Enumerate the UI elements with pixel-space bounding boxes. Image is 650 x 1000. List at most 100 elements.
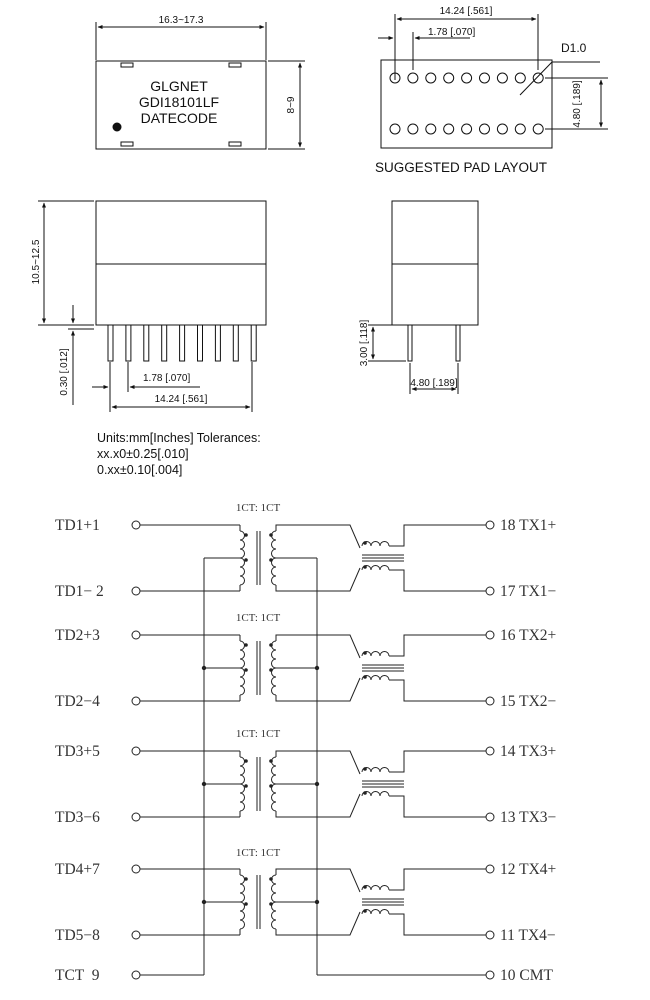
left-pin-terminal — [131, 930, 141, 940]
secondary-winding — [271, 783, 277, 812]
primary-winding — [239, 783, 245, 812]
polarity-dot — [269, 533, 273, 537]
right-pin-label: 13 TX3− — [500, 809, 556, 826]
width-dimension-label: 16.3~17.3 — [159, 15, 204, 26]
wire — [389, 913, 486, 936]
polarity-dot — [363, 675, 367, 679]
left-pin-label: TD2−4 — [55, 693, 100, 710]
right-pin-terminal — [485, 586, 495, 596]
right-pin-label: 10 CMT — [500, 967, 553, 984]
body-notch — [228, 141, 242, 147]
polarity-dot — [363, 909, 367, 913]
datecode-marking: DATECODE — [141, 110, 218, 126]
choke-winding — [361, 767, 390, 773]
side-view — [38, 200, 267, 412]
right-pin-label: 12 TX4+ — [500, 861, 556, 878]
left-pin-label: TD3−6 — [55, 809, 100, 826]
polarity-dot — [244, 877, 248, 881]
polarity-dot — [269, 902, 273, 906]
polarity-dot — [269, 784, 273, 788]
pad-circle — [443, 123, 455, 135]
left-pin-label: TD1− 2 — [55, 583, 104, 600]
turns-ratio-label: 1CT: 1CT — [236, 502, 281, 514]
side-pins — [107, 324, 257, 362]
polarity-dot — [244, 759, 248, 763]
pad-overall-dimension-label: 14.24 [.561] — [440, 6, 493, 17]
pad-circle — [496, 72, 508, 84]
side-height-dimension-label: 10.5~12.5 — [31, 239, 42, 284]
pad-circle — [425, 123, 437, 135]
tolerance-line-units: Units:mm[Inches] Tolerances: — [97, 431, 261, 445]
left-pin-label: TCT 9 — [55, 967, 100, 984]
body-notch — [120, 62, 134, 68]
side-pin — [125, 324, 132, 362]
right-pin-label: 15 TX2− — [500, 693, 556, 710]
wire — [275, 793, 361, 818]
left-pin-label: TD5−8 — [55, 927, 100, 944]
polarity-dot — [244, 902, 248, 906]
polarity-dot — [244, 558, 248, 562]
drill-diameter-label: D1.0 — [561, 41, 587, 55]
side-pin — [197, 324, 203, 362]
drill-leader-line — [519, 61, 553, 96]
choke-winding — [361, 565, 390, 571]
package-body-end — [391, 200, 479, 326]
wire — [389, 679, 486, 702]
pad-circle — [461, 72, 473, 84]
right-pin-terminal — [485, 630, 495, 640]
right-pin-label: 14 TX3+ — [500, 743, 556, 760]
side-pin — [232, 324, 239, 362]
part-number-marking: GDI18101LF — [139, 94, 219, 110]
left-pin-terminal — [131, 696, 141, 706]
height-dimension-label: 8~9 — [286, 96, 297, 113]
pad-circle — [514, 72, 526, 84]
turns-ratio-label: 1CT: 1CT — [236, 728, 281, 740]
right-pin-terminal — [485, 520, 495, 530]
pin1-marker-dot — [112, 122, 122, 132]
side-pin — [143, 324, 150, 362]
pad-circle — [407, 72, 419, 84]
wire — [275, 868, 361, 893]
pad-circle — [479, 123, 490, 135]
right-pin-terminal — [485, 746, 495, 756]
top-view — [95, 22, 305, 150]
left-pin-label: TD4+7 — [55, 861, 100, 878]
primary-winding — [239, 874, 245, 903]
tolerance-line-2: 0.xx±0.10[.004] — [97, 463, 183, 477]
pad-circle — [389, 123, 401, 135]
right-pin-label: 16 TX2+ — [500, 627, 556, 644]
pad-circle — [514, 123, 526, 135]
side-pin — [161, 324, 168, 362]
choke-winding — [361, 885, 390, 891]
right-pin-terminal — [485, 696, 495, 706]
left-pin-terminal — [131, 970, 141, 980]
left-pin-label: TD2+3 — [55, 627, 100, 644]
left-pin-terminal — [131, 630, 141, 640]
polarity-dot — [244, 643, 248, 647]
pad-circle — [443, 72, 455, 84]
brand-marking: GLGNET — [150, 78, 208, 94]
choke-winding — [361, 541, 390, 547]
polarity-dot — [269, 877, 273, 881]
pad-layout — [378, 14, 608, 149]
pad-circle — [479, 72, 490, 84]
left-pin-terminal — [131, 586, 141, 596]
body-notch — [120, 141, 134, 147]
wire — [389, 795, 486, 818]
primary-winding — [239, 756, 245, 785]
polarity-dot — [363, 791, 367, 795]
side-pitch-dimension-label: 1.78 [.070] — [143, 373, 190, 384]
left-pin-label: TD1+1 — [55, 517, 100, 534]
polarity-dot — [363, 767, 367, 771]
right-pin-label: 17 TX1− — [500, 583, 556, 600]
side-overall-dimension-label: 14.24 [.561] — [155, 394, 208, 405]
left-pin-label: TD3+5 — [55, 743, 100, 760]
right-pin-terminal — [485, 812, 495, 822]
pad-circle — [496, 123, 508, 135]
turns-ratio-label: 1CT: 1CT — [236, 847, 281, 859]
package-body-side — [95, 200, 267, 326]
wire — [389, 868, 486, 891]
end-pin — [455, 324, 461, 362]
secondary-winding — [271, 901, 277, 930]
